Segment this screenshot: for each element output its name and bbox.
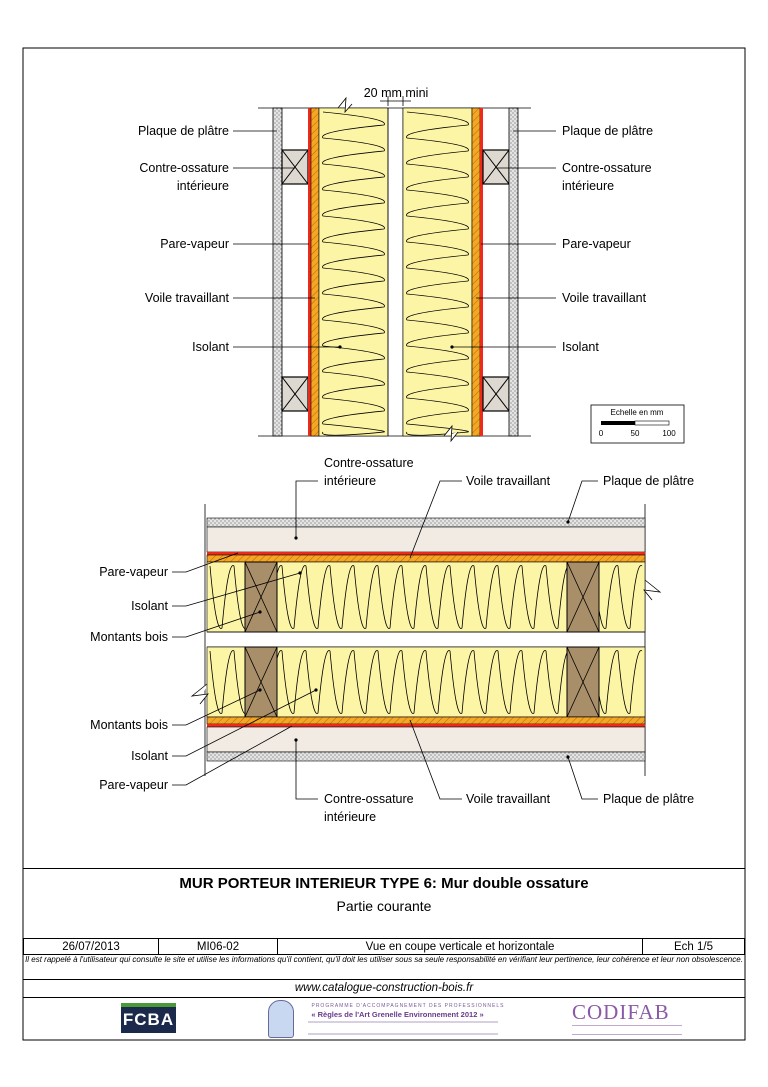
- drawing-reference: MI06-02: [158, 938, 278, 955]
- rage-logo-lines: [308, 1021, 498, 1035]
- rage-emblem-icon: [268, 1000, 294, 1038]
- rage-logo-title: PROGRAMME D'ACCOMPAGNEMENT DES PROFESSIO…: [311, 1003, 505, 1009]
- right-counter-batten-top: [482, 149, 510, 185]
- label-left-contre-1: Contre-ossature: [139, 161, 229, 175]
- label-bottom-montants-bottom: Montants bois: [90, 718, 168, 732]
- label-bottom-isolant-bottom: Isolant: [131, 749, 168, 763]
- codifab-logo-subtitle: [572, 1025, 682, 1035]
- drawing-date: 26/07/2013: [23, 938, 159, 955]
- right-insulation: [402, 107, 473, 437]
- label-bottom-bot-contre-2: intérieure: [324, 810, 376, 824]
- break-symbol-right: [643, 579, 662, 601]
- label-bottom-bot-contre-1: Contre-ossature: [324, 792, 414, 806]
- left-insulation-waves: [322, 111, 385, 436]
- label-bottom-montants-top: Montants bois: [90, 630, 168, 644]
- top-stud-left: [244, 561, 278, 633]
- vertical-section: 20 mm mini Plaque de plâtre Contre-ossat…: [138, 86, 653, 443]
- left-vapour-barrier: [308, 108, 311, 436]
- drawing-title: MUR PORTEUR INTERIEUR TYPE 6: Mur double…: [179, 875, 589, 892]
- bottom-plaster-board: [206, 751, 646, 762]
- right-vapour-barrier: [480, 108, 483, 436]
- left-plaster-board: [272, 107, 283, 437]
- label-bottom-bot-voile: Voile travaillant: [466, 792, 551, 806]
- label-bottom-top-contre-2: intérieure: [324, 474, 376, 488]
- label-left-voile: Voile travaillant: [145, 291, 230, 305]
- top-plaster-board: [206, 517, 646, 528]
- codifab-logo: CODIFAB: [572, 1000, 670, 1024]
- label-left-contre-2: intérieure: [177, 179, 229, 193]
- right-insulation-waves: [406, 111, 469, 436]
- label-bottom-top-contre-1: Contre-ossature: [324, 456, 414, 470]
- horizontal-section: Contre-ossature intérieure Voile travail…: [90, 456, 694, 824]
- label-bottom-top-voile: Voile travaillant: [466, 474, 551, 488]
- bottom-stud-right: [566, 646, 600, 718]
- label-right-isolant: Isolant: [562, 340, 599, 354]
- break-symbol-top: [337, 96, 353, 114]
- scale-bar: Echelle en mm 0 50 100: [590, 404, 685, 444]
- left-callouts: Plaque de plâtre Contre-ossature intérie…: [138, 124, 342, 354]
- left-counter-batten-bottom: [281, 376, 309, 412]
- top-osb-panel: [206, 554, 646, 563]
- label-right-contre-2: intérieure: [562, 179, 614, 193]
- scale-bar-title: Echelle en mm: [611, 408, 664, 417]
- break-symbol-left: [190, 683, 209, 705]
- sheet-frame: [22, 47, 746, 1041]
- bottom-stud-left: [244, 646, 278, 718]
- scale-tick-0: 0: [599, 429, 604, 438]
- title-block: MUR PORTEUR INTERIEUR TYPE 6: Mur double…: [23, 868, 745, 938]
- right-callouts: Plaque de plâtre Contre-ossature intérie…: [450, 124, 653, 354]
- label-left-pare-vapeur: Pare-vapeur: [160, 237, 229, 251]
- left-osb-panel: [310, 107, 320, 437]
- right-plaster-board: [508, 107, 519, 437]
- scale-tick-100: 100: [662, 429, 676, 438]
- label-left-plaque: Plaque de plâtre: [138, 124, 229, 138]
- fcba-logo-accent: [121, 1003, 176, 1008]
- info-row: 26/07/2013 MI06-02 Vue en coupe vertical…: [23, 938, 745, 955]
- label-right-voile: Voile travaillant: [562, 291, 647, 305]
- website-link[interactable]: www.catalogue-construction-bois.fr: [23, 979, 745, 998]
- label-bottom-pare-vapeur-bottom: Pare-vapeur: [99, 778, 168, 792]
- drawing-view: Vue en coupe verticale et horizontale: [277, 938, 643, 955]
- bottom-counter-batten-space: [206, 726, 646, 753]
- label-right-plaque: Plaque de plâtre: [562, 124, 653, 138]
- bottom-vapour-barrier: [207, 724, 645, 727]
- label-left-isolant: Isolant: [192, 340, 229, 354]
- bottom-osb-panel: [206, 716, 646, 725]
- drawing-subtitle: Partie courante: [336, 898, 432, 914]
- drawing-scale: Ech 1/5: [642, 938, 745, 955]
- right-osb-panel: [471, 107, 481, 437]
- fcba-logo: FCBA: [121, 1007, 176, 1033]
- label-bottom-top-plaque: Plaque de plâtre: [603, 474, 694, 488]
- gap-dimension-label: 20 mm mini: [364, 86, 429, 100]
- top-counter-batten-space: [206, 526, 646, 553]
- label-bottom-pare-vapeur-top: Pare-vapeur: [99, 565, 168, 579]
- label-right-contre-1: Contre-ossature: [562, 161, 652, 175]
- top-vapour-barrier: [207, 552, 645, 555]
- break-symbol-bottom: [443, 424, 459, 443]
- disclaimer-text: Il est rappelé à l'utilisateur qui consu…: [25, 955, 743, 964]
- left-counter-batten-top: [281, 149, 309, 185]
- right-counter-batten-bottom: [482, 376, 510, 412]
- left-insulation: [318, 107, 389, 437]
- label-bottom-isolant-top: Isolant: [131, 599, 168, 613]
- scale-tick-50: 50: [631, 429, 640, 438]
- top-stud-right: [566, 561, 600, 633]
- rage-logo-main: « Règles de l'Art Grenelle Environnement…: [311, 1010, 484, 1019]
- label-right-pare-vapeur: Pare-vapeur: [562, 237, 631, 251]
- label-bottom-bot-plaque: Plaque de plâtre: [603, 792, 694, 806]
